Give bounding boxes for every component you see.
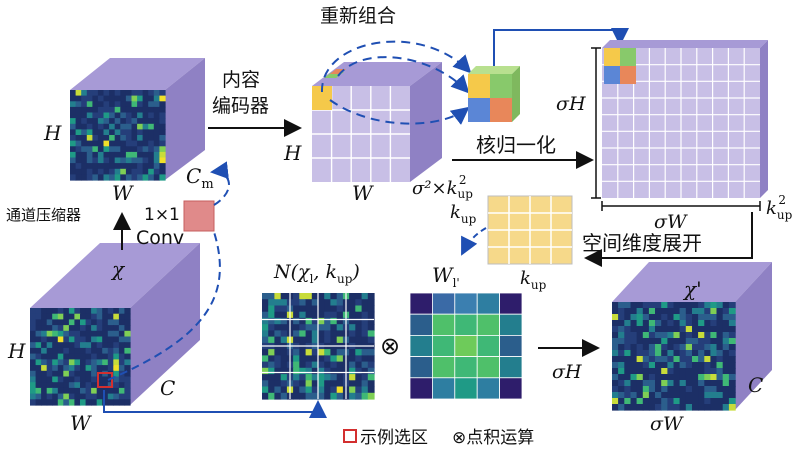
regroup-label: 重新组合 bbox=[320, 5, 396, 27]
input-to-neighborhood-arrow bbox=[103, 390, 327, 418]
grid-kup2-label: kup2 bbox=[766, 193, 793, 222]
kernel-to-wl-arrow bbox=[461, 227, 487, 256]
upsample-kernel-grid bbox=[602, 40, 768, 198]
kcube-H-label: H bbox=[283, 141, 302, 165]
dot-product-symbol: ⊗ bbox=[380, 332, 400, 360]
W-l-label: Wl' bbox=[432, 263, 460, 290]
normalize-label: 核归一化 bbox=[476, 133, 556, 157]
output-C-label: C bbox=[748, 373, 763, 397]
kcube-W-label: W bbox=[352, 181, 374, 205]
input-C-label: C bbox=[160, 376, 175, 400]
grid-sigmaH-label: σH bbox=[556, 93, 586, 115]
grid-sigmaW-label: σW bbox=[654, 211, 688, 233]
conv-label-1: 1×1 bbox=[144, 205, 180, 225]
conv-block bbox=[183, 200, 215, 232]
legend-example-label: 示例选区 bbox=[360, 428, 428, 448]
legend-dot-label: ⊗点积运算 bbox=[452, 428, 534, 448]
regroup-cell-block bbox=[468, 66, 520, 122]
unfolded-kernel bbox=[487, 195, 573, 265]
output-sigmaH-label: σH bbox=[552, 361, 582, 383]
kernel-kup-left: kup bbox=[450, 202, 477, 226]
grid-cell-yellow bbox=[604, 48, 620, 66]
legend-red-box-icon bbox=[343, 429, 357, 443]
compressed-H-label: H bbox=[43, 121, 62, 145]
grid-cell-orange bbox=[620, 66, 636, 84]
unfold-arrow bbox=[584, 212, 753, 267]
conv-label-2: Conv bbox=[136, 227, 184, 249]
cm-label: Cm bbox=[186, 164, 214, 192]
encoder-label-2: 编码器 bbox=[212, 95, 269, 117]
regroup-curve-2 bbox=[337, 56, 470, 94]
kernel-cell-yellow bbox=[312, 86, 332, 110]
compressed-heatmap bbox=[70, 90, 166, 181]
compressed-feature-cube bbox=[70, 58, 205, 181]
regroup-to-grid-arrow bbox=[493, 28, 629, 66]
encoder-label-1: 内容 bbox=[222, 69, 260, 91]
example-region-box bbox=[97, 372, 113, 388]
sigma2-kup2-label: σ²×kup2 bbox=[412, 173, 473, 201]
input-heatmap bbox=[30, 308, 131, 406]
input-H-label: H bbox=[7, 339, 26, 363]
input-feature-cube bbox=[30, 243, 200, 406]
grid-cell-blue bbox=[604, 66, 620, 84]
compressed-W-label: W bbox=[112, 181, 134, 205]
channel-compressor-label: 通道压缩器 bbox=[6, 206, 81, 224]
unfold-label: 空间维度展开 bbox=[582, 231, 702, 255]
grid-cell-green bbox=[620, 48, 636, 66]
output-heatmap bbox=[612, 302, 736, 411]
output-sigmaW-label: σW bbox=[650, 413, 684, 435]
chi-prime-label: χ' bbox=[682, 277, 702, 301]
kernel-prediction-cube bbox=[312, 62, 442, 182]
regroup-curve-1 bbox=[320, 40, 472, 93]
dashed-conv-to-cm bbox=[210, 161, 230, 206]
neighborhood-patch bbox=[262, 293, 375, 400]
input-W-label: W bbox=[70, 411, 92, 435]
regroup-curve-3 bbox=[329, 99, 470, 125]
chi-label: χ bbox=[110, 257, 126, 281]
output-feature-cube bbox=[612, 262, 772, 411]
neighborhood-label: N(χl, kup) bbox=[273, 261, 360, 286]
weighted-kernel bbox=[409, 292, 523, 400]
kernel-kup-bottom: kup bbox=[520, 268, 547, 292]
